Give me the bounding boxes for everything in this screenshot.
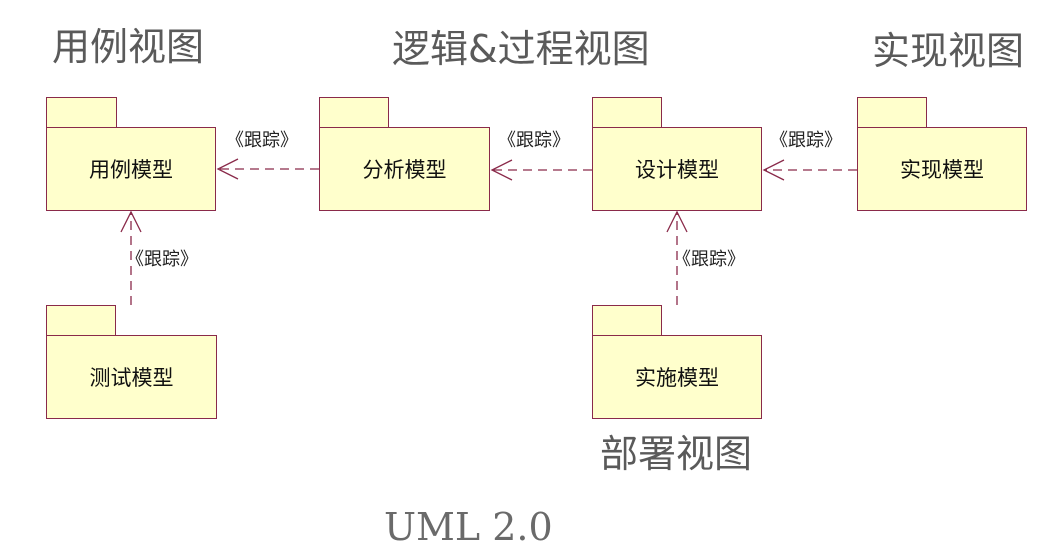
package-body: 实施模型 xyxy=(592,335,762,419)
trace-label-design-analysis: 《跟踪》 xyxy=(498,130,570,151)
package-name: 设计模型 xyxy=(635,158,719,182)
package-implementation-model: 实现模型 xyxy=(857,97,1027,211)
trace-label-analysis-usecase: 《跟踪》 xyxy=(226,130,298,151)
package-body: 实现模型 xyxy=(857,127,1027,211)
package-tab xyxy=(592,97,662,128)
logic-process-view-title: 逻辑&过程视图 xyxy=(392,27,650,71)
trace-label-implementation-design: 《跟踪》 xyxy=(770,130,842,151)
package-name: 实现模型 xyxy=(900,158,984,182)
package-analysis-model: 分析模型 xyxy=(319,97,490,211)
package-name: 实施模型 xyxy=(635,366,719,390)
package-tab xyxy=(46,97,117,128)
package-body: 设计模型 xyxy=(592,127,762,211)
deployment-view-title: 部署视图 xyxy=(600,432,753,476)
trace-label-deployment-design: 《跟踪》 xyxy=(673,249,745,270)
use-case-view-title: 用例视图 xyxy=(52,25,205,69)
package-body: 用例模型 xyxy=(46,127,216,211)
package-design-model: 设计模型 xyxy=(592,97,762,211)
package-name: 用例模型 xyxy=(89,158,173,182)
trace-label-test-usecase: 《跟踪》 xyxy=(126,249,198,270)
package-tab xyxy=(592,305,662,336)
package-tab xyxy=(319,97,389,128)
package-tab xyxy=(857,97,927,128)
package-body: 分析模型 xyxy=(319,127,490,211)
package-use-case-model: 用例模型 xyxy=(46,97,216,211)
package-body: 测试模型 xyxy=(46,335,217,419)
package-tab xyxy=(46,305,116,336)
package-name: 测试模型 xyxy=(89,366,174,390)
package-test-model: 测试模型 xyxy=(46,305,217,419)
implementation-view-title: 实现视图 xyxy=(872,29,1025,73)
uml-version-label: UML 2.0 xyxy=(384,505,553,549)
package-name: 分析模型 xyxy=(362,158,447,182)
package-deployment-model: 实施模型 xyxy=(592,305,762,419)
